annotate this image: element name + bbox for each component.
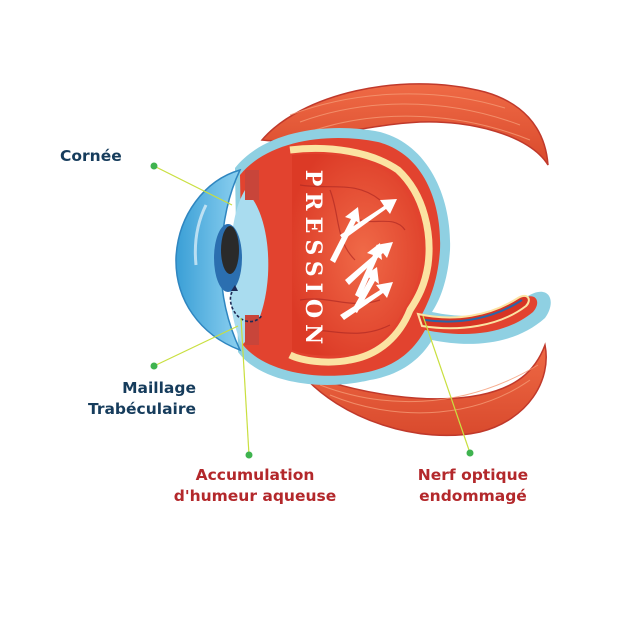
pupil bbox=[221, 226, 239, 274]
optic-nerve-dot bbox=[466, 449, 474, 457]
cornea-dot bbox=[150, 162, 158, 170]
lower-muscle bbox=[297, 342, 547, 437]
accumulation-dot bbox=[245, 451, 253, 459]
label-trabecular-line2: Trabéculaire bbox=[87, 400, 196, 418]
label-trabecular-line1: Maillage bbox=[122, 379, 196, 397]
retinal-vessels bbox=[299, 184, 406, 334]
optic-nerve-vessel bbox=[424, 299, 523, 323]
retina bbox=[288, 144, 433, 366]
label-trabecular: Maillage Trabéculaire bbox=[62, 378, 196, 420]
flow-arrow bbox=[231, 285, 238, 291]
label-accumulation: Accumulation d'humeur aqueuse bbox=[150, 465, 360, 507]
leader-lines bbox=[153, 165, 471, 456]
ciliary-upper bbox=[245, 170, 259, 200]
label-accumulation-line2: d'humeur aqueuse bbox=[173, 487, 337, 505]
optic-nerve bbox=[416, 294, 530, 330]
lens bbox=[229, 190, 269, 345]
trabecular-dot bbox=[150, 362, 158, 370]
lower-muscle-fibers bbox=[319, 364, 539, 414]
upper-muscle-fibers bbox=[289, 93, 531, 141]
label-optic-nerve-line2: endommagé bbox=[419, 487, 527, 505]
label-accumulation-line1: Accumulation bbox=[195, 466, 315, 484]
pressure-text: PRESSION bbox=[300, 170, 326, 350]
aqueous-flow bbox=[229, 291, 263, 323]
label-optic-nerve-line1: Nerf optique bbox=[417, 466, 529, 484]
label-optic-nerve: Nerf optique endommagé bbox=[398, 465, 548, 507]
label-cornea: Cornée bbox=[60, 147, 122, 165]
ciliary-lower bbox=[245, 315, 259, 345]
leader-dots bbox=[150, 162, 474, 459]
cornea-highlight bbox=[193, 204, 208, 266]
upper-muscle bbox=[260, 83, 549, 166]
pressure-arrows bbox=[330, 199, 397, 320]
